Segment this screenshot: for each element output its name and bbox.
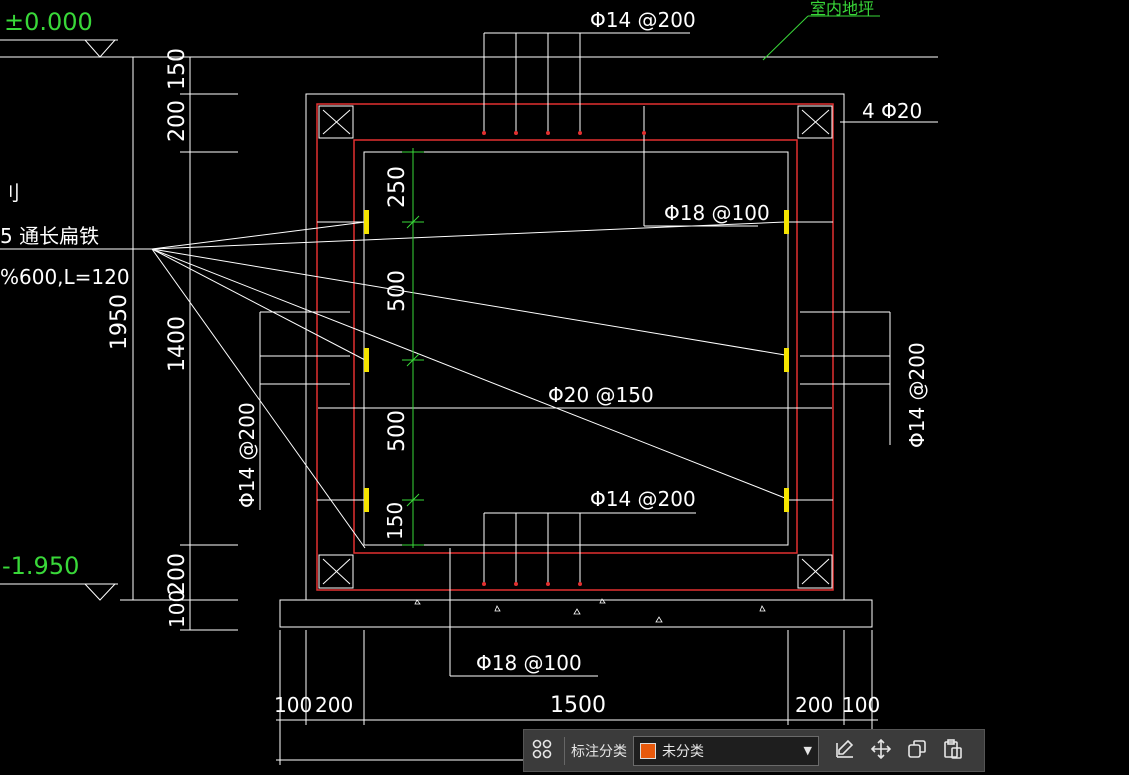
dim-inner-500a: 500 xyxy=(385,270,410,312)
rebar-right-vert-label: Φ14 @200 xyxy=(905,342,929,448)
annotation-toolbar: 标注分类 未分类 ▼ xyxy=(523,729,985,772)
move-icon xyxy=(870,738,892,764)
dim-bottom-100b: 100 xyxy=(842,693,880,717)
rebar-bottom-label: Φ14 @200 xyxy=(590,487,696,511)
paste-button[interactable] xyxy=(935,733,971,769)
dim-left-200a: 200 xyxy=(165,100,190,142)
dim-inner-500b: 500 xyxy=(385,410,410,452)
rebar-left-vert-label: Φ14 @200 xyxy=(235,402,259,508)
dim-bottom-100a: 100 xyxy=(274,693,312,717)
category-color-swatch xyxy=(640,742,656,759)
elevation-bottom: -1.950 xyxy=(2,552,79,580)
dim-bottom-1500: 1500 xyxy=(550,693,606,718)
dim-bottom-200a: 200 xyxy=(315,693,353,717)
dim-left-150: 150 xyxy=(165,48,190,90)
dim-left-200b: 200 xyxy=(165,553,190,595)
rebar-bottom-out-label: Φ18 @100 xyxy=(476,651,582,675)
dim-left-100: 100 xyxy=(165,590,189,628)
edit-button[interactable] xyxy=(827,733,863,769)
edit-icon xyxy=(834,738,856,764)
elevation-top: ±0.000 xyxy=(4,8,93,36)
rebar-corner-label: 4 Φ20 xyxy=(862,99,922,123)
floor-label: 室内地坪 xyxy=(810,0,874,18)
dim-bottom-200b: 200 xyxy=(795,693,833,717)
flat-iron-label-2: 5 通长扁铁 xyxy=(0,224,99,248)
dim-left-1950: 1950 xyxy=(107,294,132,350)
paste-icon xyxy=(942,738,964,764)
rebar-top-label: Φ14 @200 xyxy=(590,8,696,32)
rebar-mid-label: Φ20 @150 xyxy=(548,383,654,407)
copy-button[interactable] xyxy=(899,733,935,769)
category-selected-value: 未分类 xyxy=(662,743,704,760)
copy-icon xyxy=(906,738,928,764)
annotation-category-select[interactable]: 未分类 ▼ xyxy=(633,735,819,766)
dim-inner-150: 150 xyxy=(383,502,407,540)
dim-inner-250: 250 xyxy=(385,166,410,208)
grid-toggle-button[interactable] xyxy=(524,733,560,769)
dim-left-1400: 1400 xyxy=(165,316,190,372)
flat-iron-label-1: 刂 xyxy=(0,181,20,205)
grid-icon xyxy=(531,738,553,764)
move-button[interactable] xyxy=(863,733,899,769)
rebar-inner-top-label: Φ18 @100 xyxy=(664,201,770,225)
flat-iron-label-3: %600,L=120 xyxy=(0,265,130,289)
chevron-down-icon: ▼ xyxy=(803,744,812,757)
annotation-category-label: 标注分类 xyxy=(571,743,627,760)
toolbar-divider xyxy=(564,736,565,765)
